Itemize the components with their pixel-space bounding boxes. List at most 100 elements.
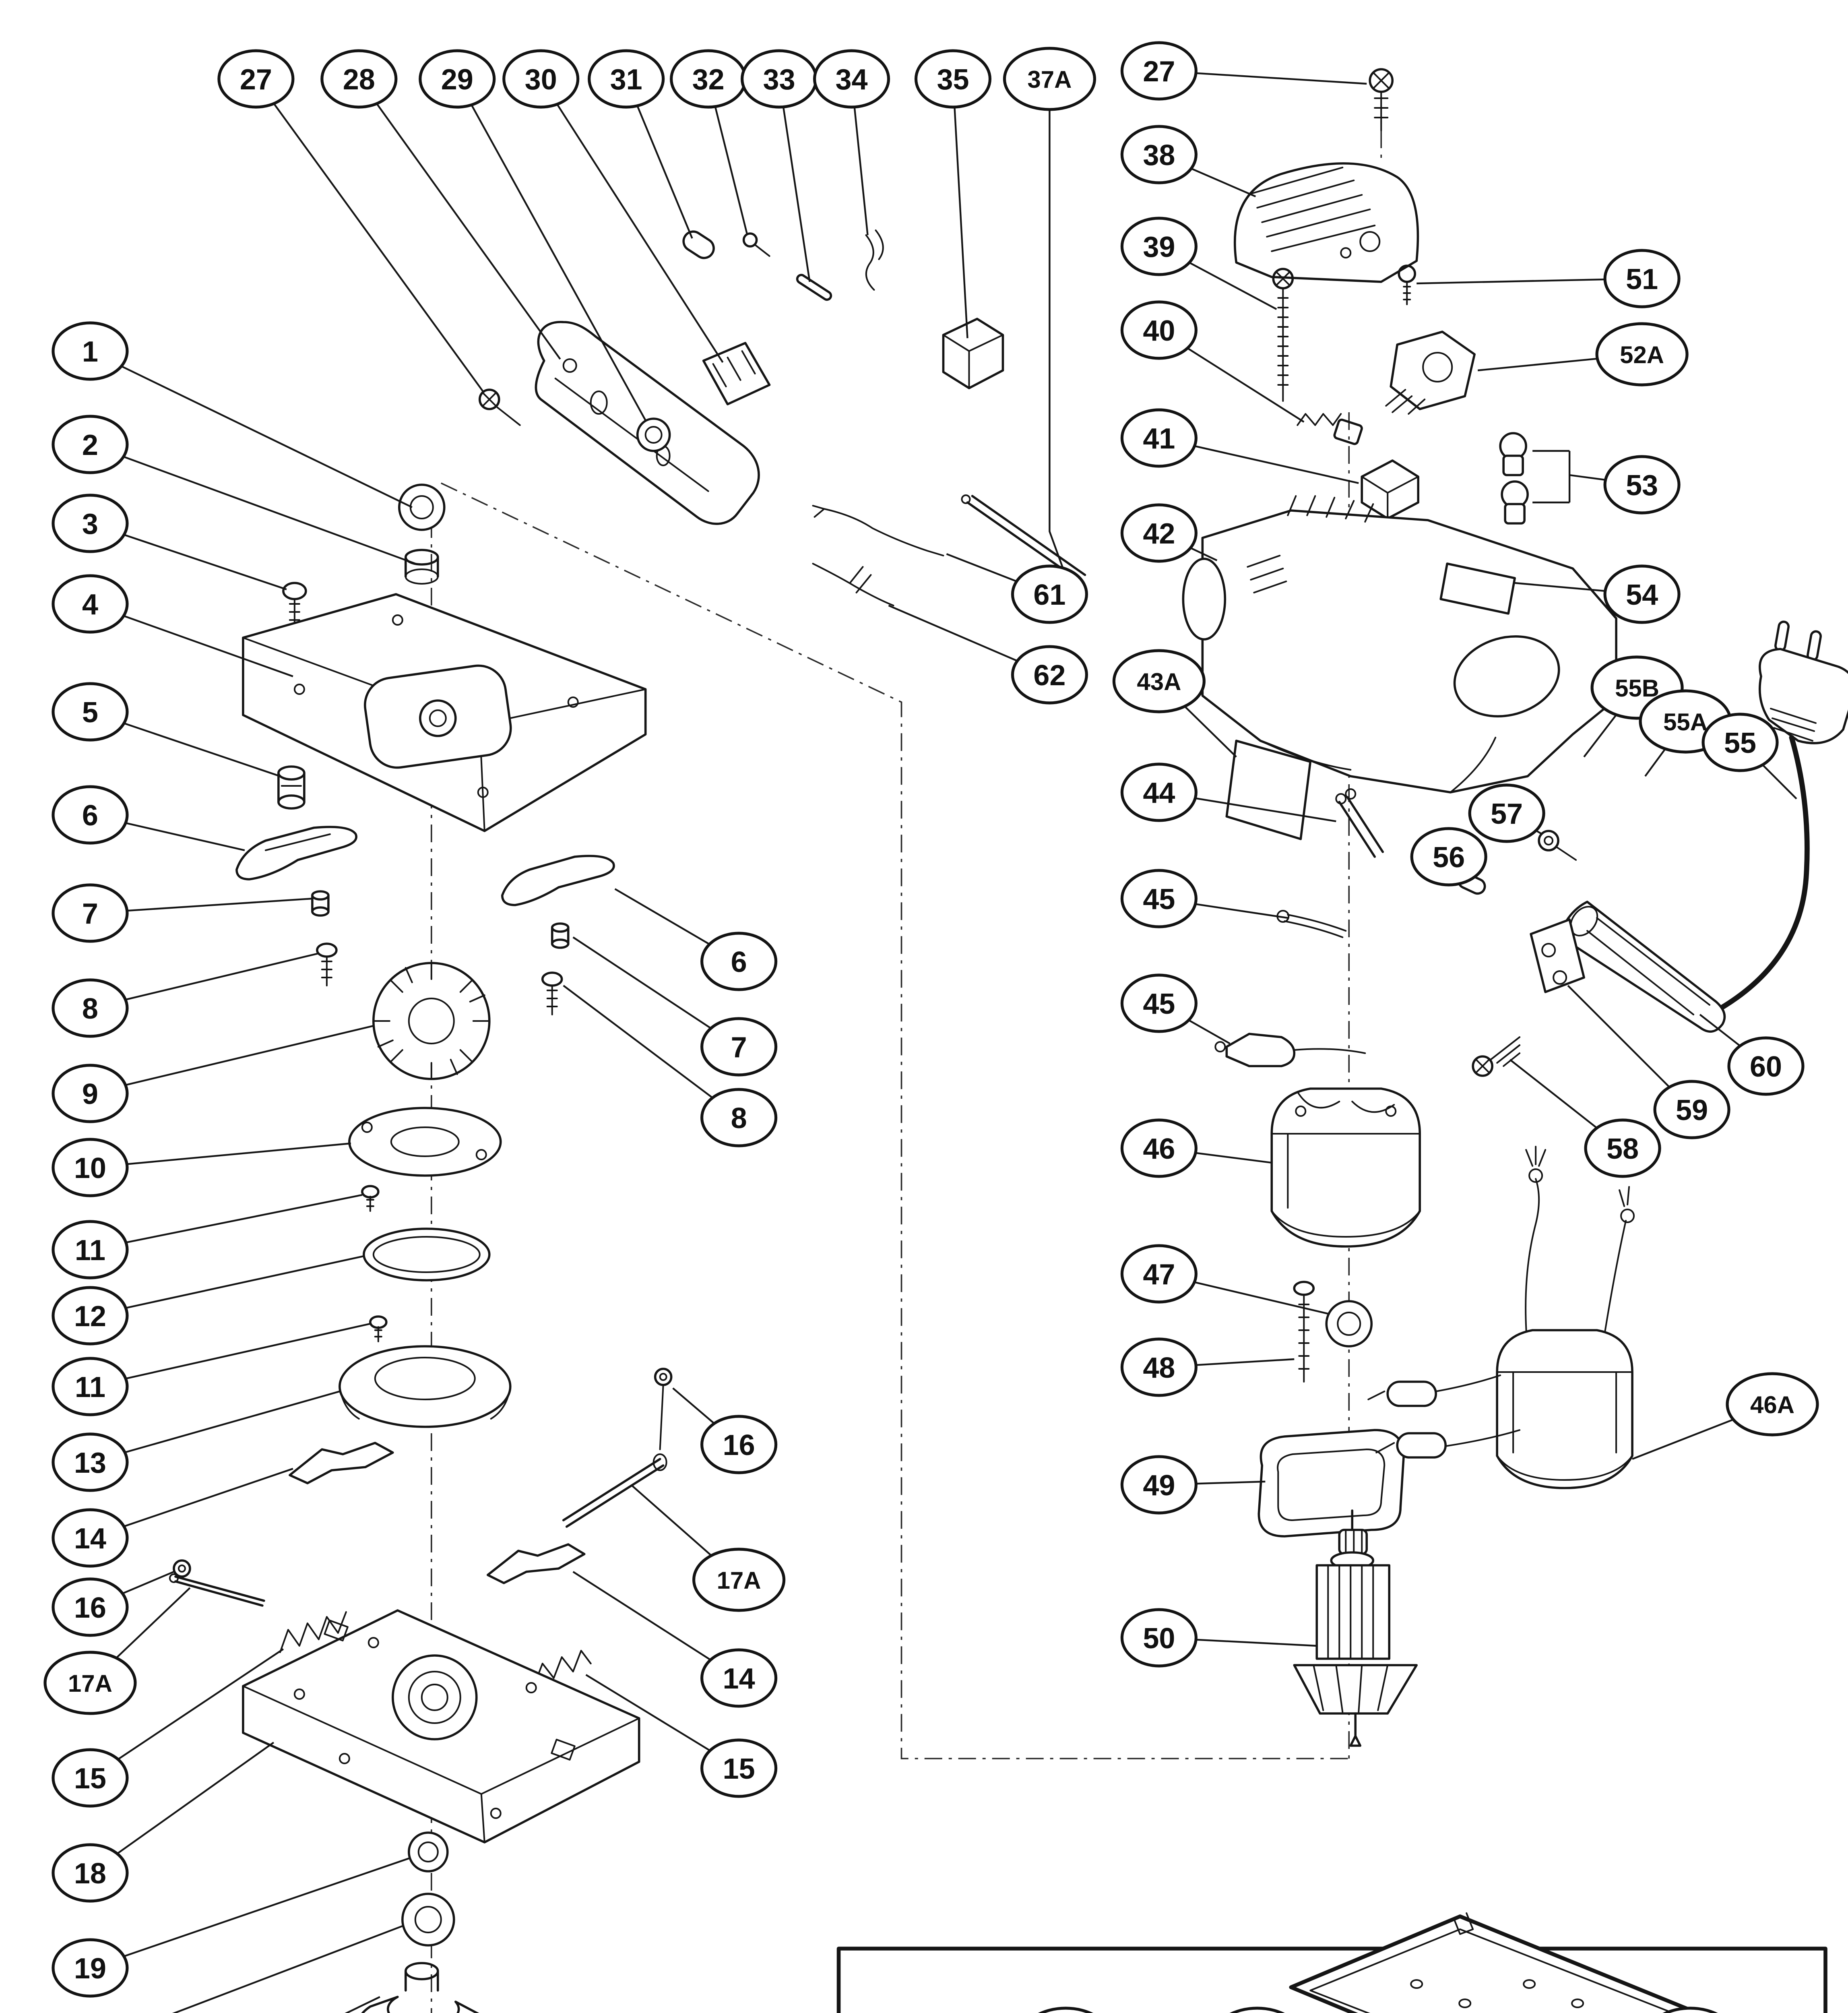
balloon-label: 33	[763, 64, 795, 96]
balloon-label: 7	[731, 1031, 747, 1064]
part-wire-45a	[1276, 910, 1347, 938]
balloon-501: 501	[1038, 2007, 1094, 2013]
part-screw-58	[1472, 1036, 1521, 1077]
balloon-label: 35	[937, 64, 969, 96]
balloon-label: 30	[525, 64, 557, 96]
balloon-1: 1	[52, 321, 129, 381]
balloon-label: 53	[1626, 469, 1658, 502]
part-oring-16-mid	[654, 1368, 673, 1450]
balloon-52A: 52A	[1595, 322, 1689, 386]
balloon-label: 46	[1143, 1133, 1175, 1165]
part-brush-caps-53	[1499, 432, 1529, 525]
balloon-11: 11	[52, 1357, 129, 1416]
balloon-3: 3	[52, 494, 129, 553]
part-screw-27	[478, 389, 521, 426]
balloon-label: 39	[1143, 231, 1175, 263]
balloon-28: 28	[320, 49, 398, 109]
part-rod-17A-mid	[562, 1453, 667, 1528]
part-brush-cap-41	[1361, 459, 1420, 520]
balloon-27: 27	[217, 49, 295, 109]
part-pin-7-right	[551, 922, 570, 949]
balloon-6: 6	[700, 932, 778, 991]
part-ring-19	[407, 1831, 449, 1872]
part-base-18	[242, 1609, 640, 1844]
balloon-label: 42	[1143, 518, 1175, 550]
balloon-label: 40	[1143, 315, 1175, 347]
part-post-5	[277, 765, 306, 810]
left-assembly	[169, 229, 1086, 2013]
part-ring-holder-13	[339, 1345, 512, 1428]
balloon-label: 7	[82, 898, 98, 930]
balloon-19: 19	[52, 1938, 129, 1998]
balloon-53: 53	[1603, 455, 1681, 515]
balloon-34: 34	[813, 49, 890, 109]
part-screw-3	[282, 582, 307, 626]
balloon-46A: 46A	[1726, 1372, 1819, 1436]
balloon-37A: 37A	[1003, 47, 1096, 111]
balloon-label: 28	[343, 64, 375, 96]
part-bearing-47	[1325, 1300, 1373, 1348]
balloon-label: 9	[82, 1078, 98, 1110]
balloon-27: 27	[1120, 41, 1198, 101]
balloon-57: 57	[1468, 783, 1545, 843]
balloon-label: 48	[1143, 1352, 1175, 1384]
balloon-label: 45	[1143, 883, 1175, 916]
balloon-label: 34	[836, 64, 868, 96]
balloon-label: 44	[1143, 777, 1175, 809]
part-spring-15-left	[279, 1611, 347, 1653]
balloon-label: 41	[1143, 423, 1175, 455]
balloon-label: 61	[1033, 579, 1065, 611]
part-armature-50	[1293, 1509, 1418, 1747]
balloon-label: 10	[74, 1152, 106, 1184]
balloon-12: 12	[52, 1286, 129, 1345]
balloon-label: 8	[82, 993, 98, 1025]
part-clip-14-left	[289, 1442, 394, 1484]
balloon-18: 18	[52, 1843, 129, 1903]
part-wire-62	[812, 563, 894, 606]
balloon-label: 17A	[717, 1567, 761, 1594]
balloon-label: 45	[1143, 988, 1175, 1020]
balloon-30: 30	[502, 49, 580, 109]
balloon-35: 35	[914, 49, 992, 109]
balloon-label: 14	[723, 1663, 755, 1695]
balloon-7: 7	[52, 883, 129, 943]
balloon-label: 16	[74, 1592, 106, 1624]
balloon-14: 14	[700, 1648, 778, 1708]
part-balancer-21	[361, 1962, 479, 2013]
balloon-17A: 17A	[43, 1651, 137, 1715]
balloon-label: 31	[610, 64, 642, 96]
balloon-label: 32	[692, 64, 725, 96]
balloon-45: 45	[1120, 973, 1198, 1033]
balloon-11: 11	[52, 1220, 129, 1279]
balloon-56: 56	[1410, 827, 1487, 887]
balloon-label: 17A	[68, 1670, 112, 1697]
balloon-label: 59	[1676, 1094, 1708, 1126]
balloon-label: 56	[1433, 841, 1465, 874]
balloon-9: 9	[52, 1064, 129, 1123]
balloon-label: 52A	[1620, 341, 1664, 368]
part-lever-6-left	[235, 826, 357, 880]
balloon-39: 39	[1120, 217, 1198, 276]
balloons: 1234567891011121113141617A151819202122A2…	[43, 41, 1819, 2013]
balloon-label: 6	[731, 946, 747, 978]
part-screw-11b	[369, 1315, 388, 1342]
part-clip-14-mid	[486, 1543, 586, 1584]
part-screw-8-right	[541, 971, 563, 1015]
balloon-label: 16	[723, 1429, 755, 1461]
balloon-label: 58	[1606, 1133, 1639, 1165]
part-switch-35	[942, 318, 1004, 389]
accessory-box-border	[836, 1947, 1827, 2013]
right-assembly	[1182, 68, 1848, 1747]
balloon-label: 37A	[1027, 66, 1072, 93]
balloon-label: 5	[82, 696, 98, 729]
balloon-label: 55A	[1663, 709, 1708, 736]
balloon-label: 47	[1143, 1259, 1175, 1291]
balloon-59: 59	[1653, 1080, 1730, 1139]
part-screw-39	[1272, 268, 1294, 402]
balloon-label: 62	[1033, 659, 1065, 692]
balloon-label: 14	[74, 1523, 106, 1555]
part-fan-9	[372, 962, 491, 1080]
part-wire-61	[812, 505, 944, 556]
balloon-15: 15	[700, 1738, 778, 1798]
